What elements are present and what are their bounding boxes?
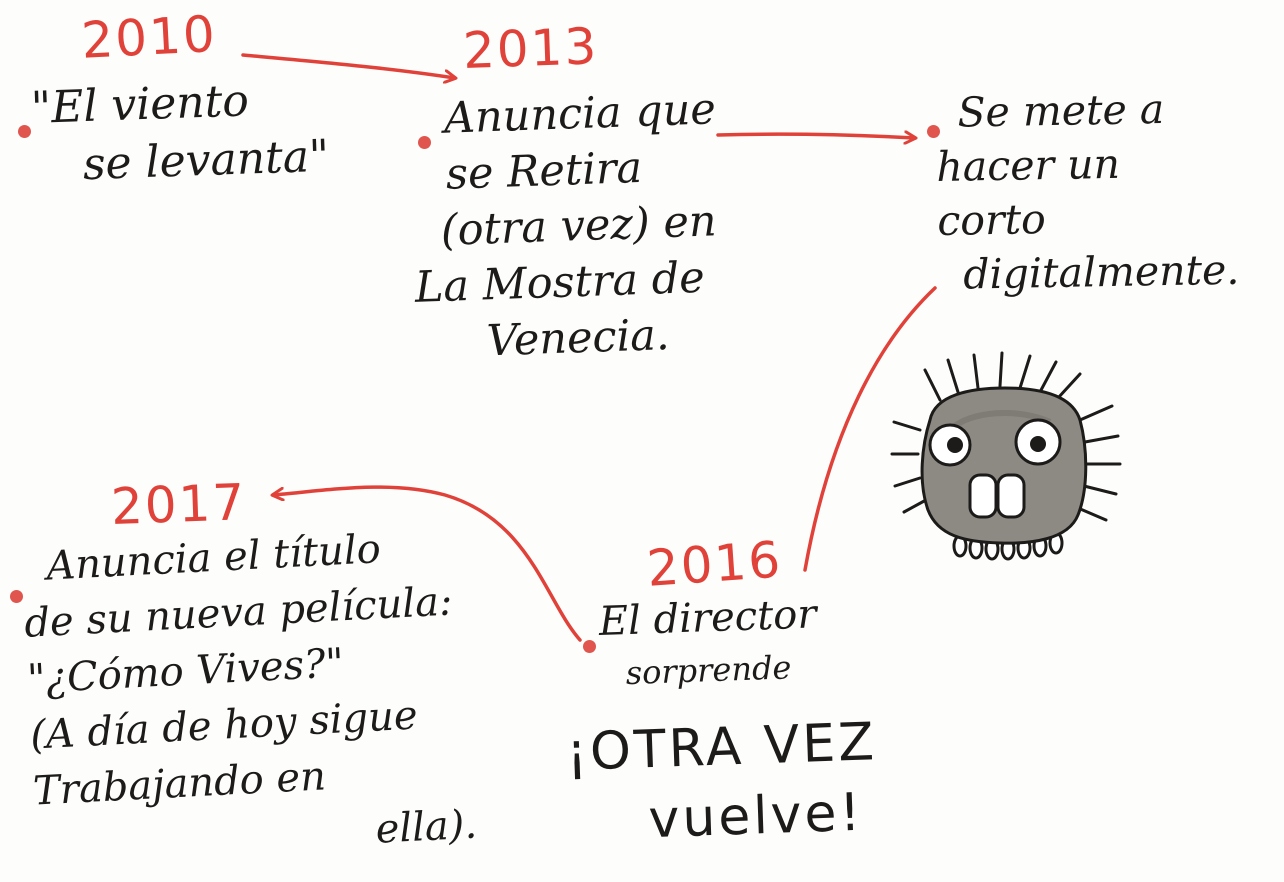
event-2013-line-1: Anuncia que	[443, 84, 717, 144]
bullet-2017	[10, 590, 23, 603]
event-2010-line-1: "El viento	[30, 75, 250, 134]
event-2013-line-5: Venecia.	[485, 310, 671, 367]
year-2016: 2016	[645, 530, 784, 598]
event-2010-line-2: se levanta"	[82, 130, 331, 191]
event-2016-exclaim: ¡OTRA VEZ vuelve!	[565, 707, 880, 858]
event-2016-line-1: El director	[598, 591, 818, 645]
event-2013-line-4: La Mostra de	[413, 252, 706, 313]
event-digital-text: Se mete a hacer un corto digitalmente.	[935, 81, 1240, 302]
event-2016-text: El director sorprende	[598, 588, 819, 700]
soot-creature-icon	[890, 351, 1122, 561]
event-2016-line-3: ¡OTRA VEZ	[565, 712, 878, 783]
event-2017-text: Anuncia el título de su nueva película: …	[20, 517, 478, 876]
event-digital-line-4: digitalmente.	[962, 245, 1240, 299]
year-2010: 2010	[80, 4, 219, 70]
event-digital-line-1: Se mete a	[957, 85, 1165, 137]
year-2013: 2013	[462, 17, 600, 80]
event-2016-line-4: vuelve!	[647, 782, 865, 851]
arrow-2013-to-digital	[716, 134, 915, 138]
event-digital-line-2: hacer un	[935, 139, 1121, 191]
bullet-digital	[927, 125, 940, 138]
event-2013-text: Anuncia que se Retira (otra vez) en La M…	[408, 81, 725, 372]
event-digital-line-3: corto	[936, 195, 1047, 245]
bullet-2010	[18, 125, 31, 138]
year-2017: 2017	[110, 473, 248, 536]
bullet-2016	[583, 640, 596, 653]
event-2010-text: "El viento se levanta"	[30, 70, 330, 196]
bullet-2013	[418, 136, 431, 149]
event-2016-line-2: sorprende	[625, 648, 793, 693]
